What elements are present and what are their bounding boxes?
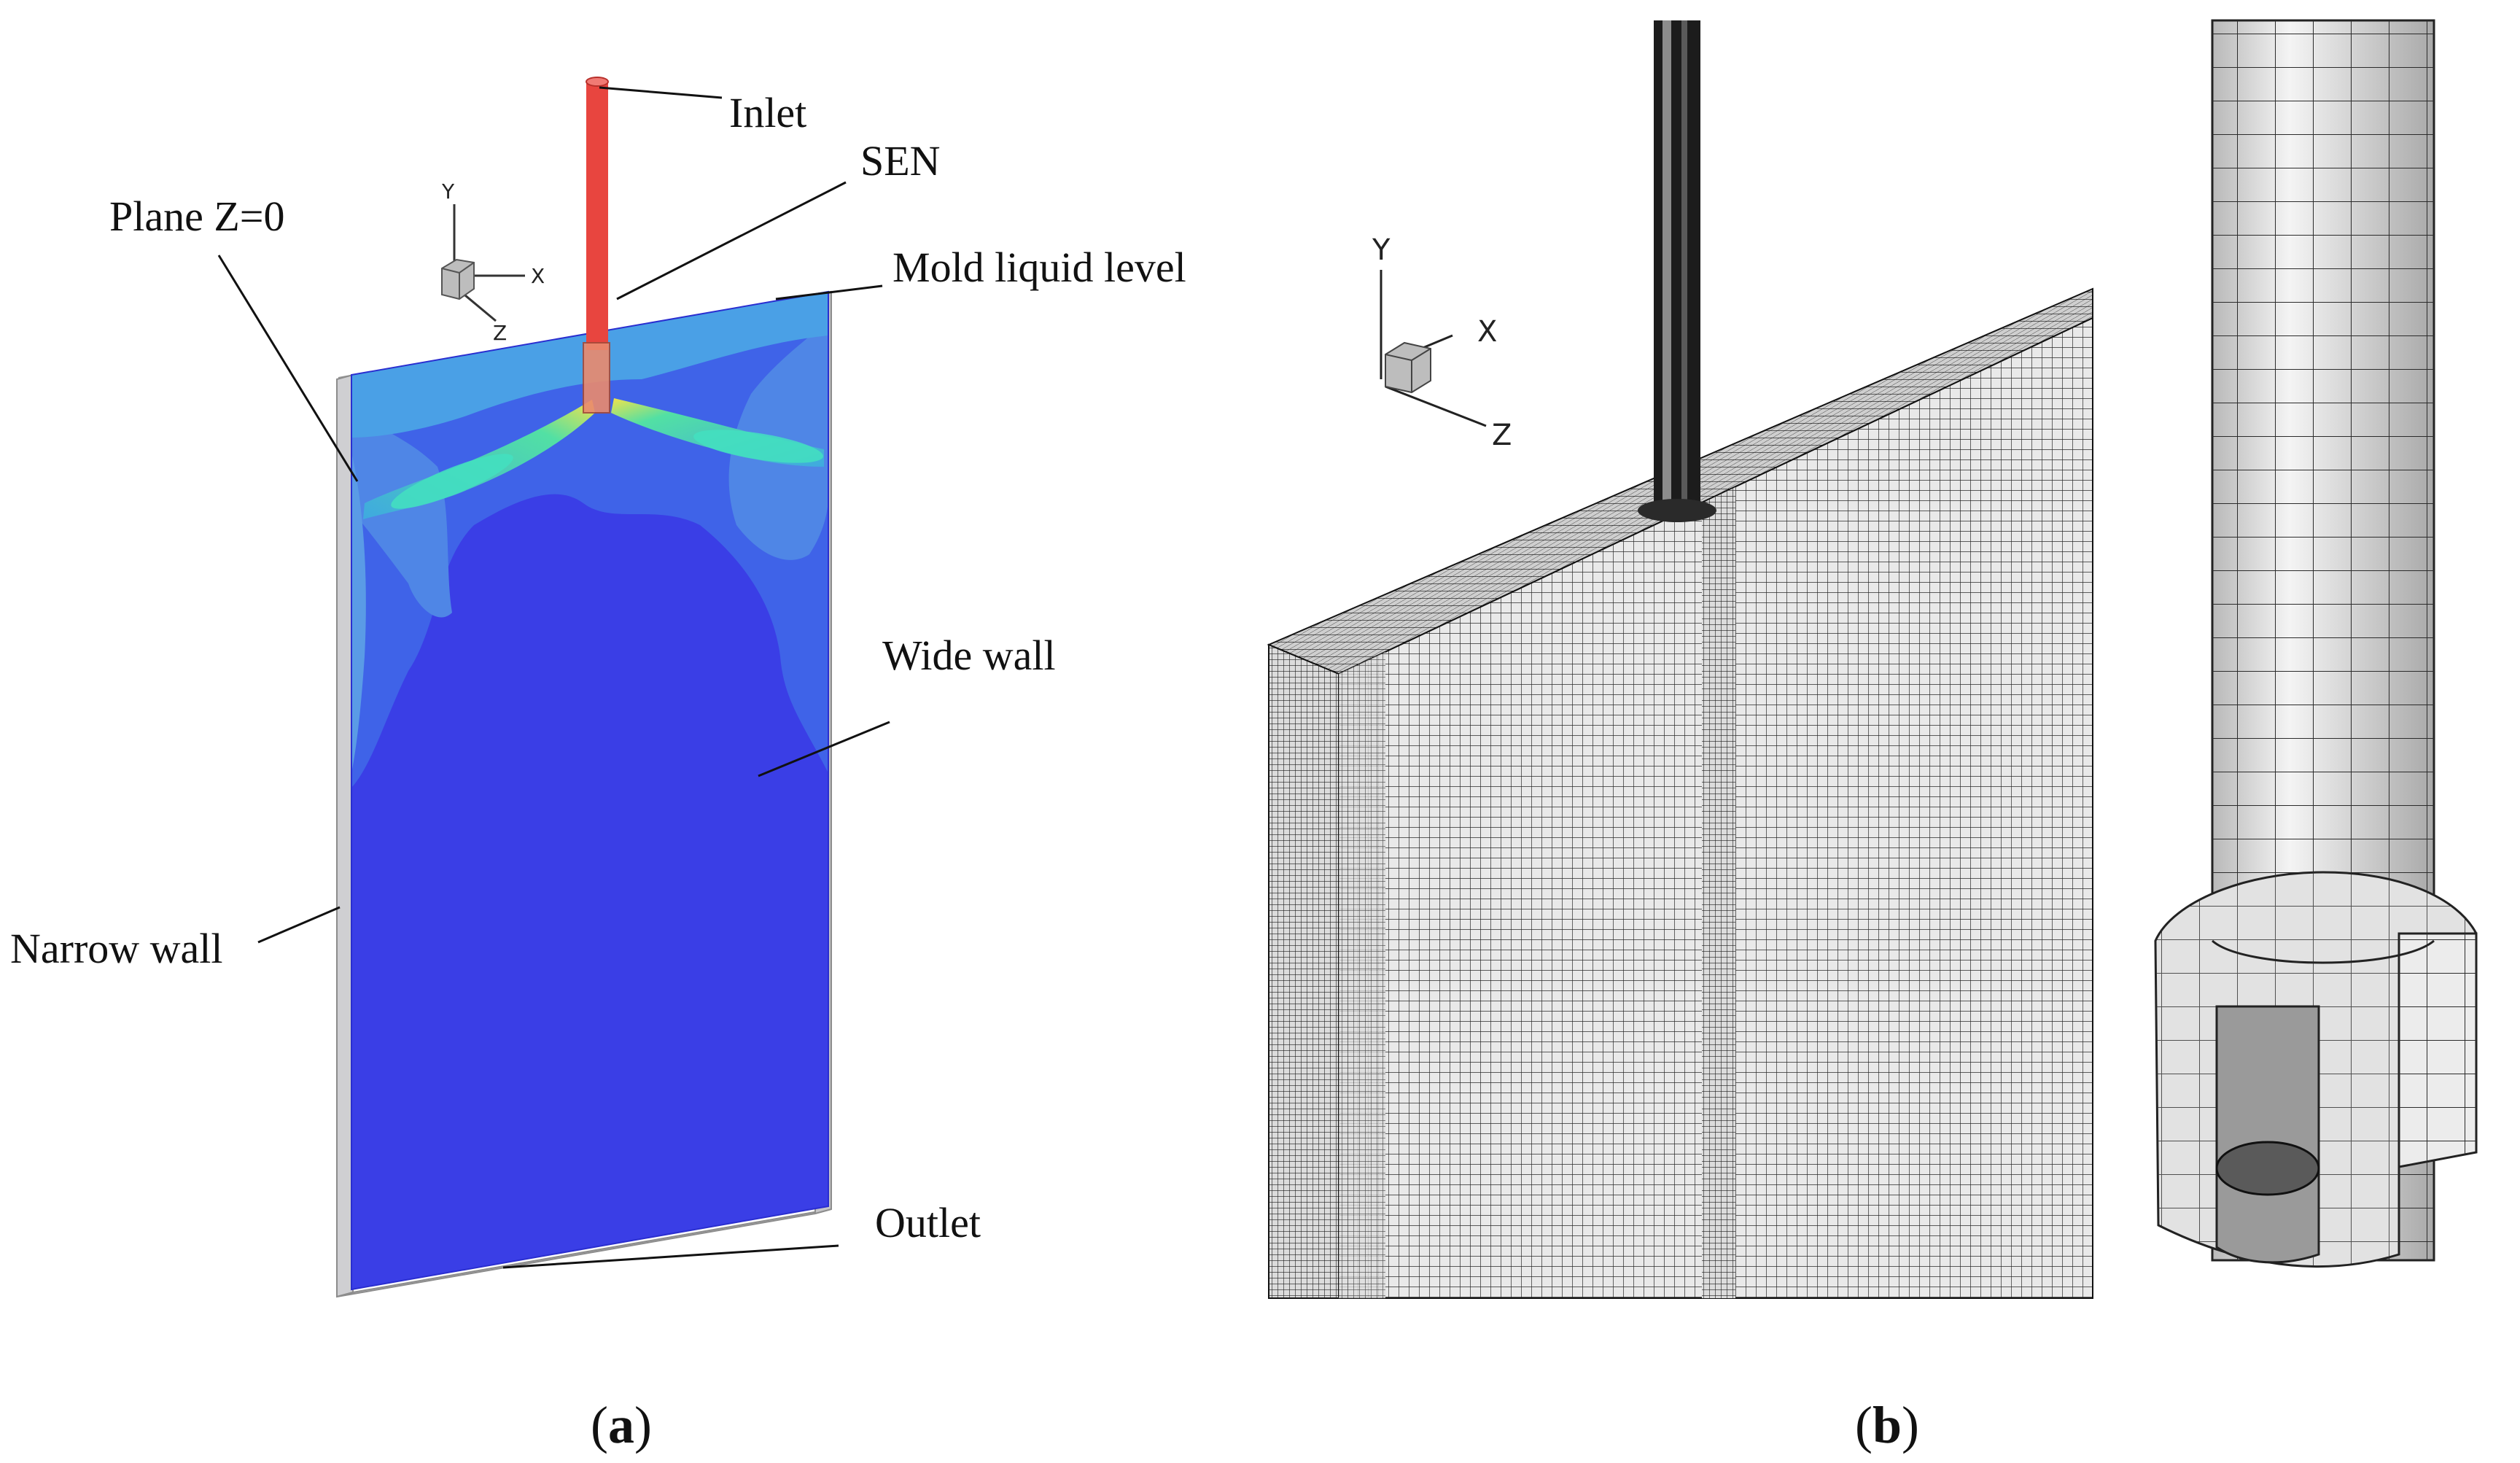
- label-plane-z0: Plane Z=0: [109, 193, 285, 240]
- axis-label-x-a: X: [531, 264, 545, 288]
- velocity-contour-plane: [351, 292, 828, 1289]
- sen-port-hole: [2215, 1141, 2320, 1196]
- mesh-refinement-band-center: [1702, 487, 1735, 1298]
- mesh-block-side: [1268, 643, 1339, 1299]
- nozzle-pipe: [586, 80, 608, 350]
- jet-core-right: [693, 430, 823, 463]
- nozzle-mesh-pipe: [1654, 20, 1700, 513]
- panel-b: Y X Z (b): [1267, 19, 2478, 1454]
- contour-left-band: [351, 408, 452, 618]
- panel-a: Y X Z Inlet SEN Plane Z=0 Mold liquid le…: [10, 77, 1186, 1454]
- panel-caption-a: (a): [591, 1396, 652, 1454]
- sen-nozzle: [583, 77, 610, 414]
- contour-left-wall-band: [351, 452, 366, 773]
- triad-cube-b: [1385, 341, 1431, 394]
- sen-mesh-detail: [2154, 19, 2478, 1268]
- contour-plane-outline: [351, 290, 829, 1291]
- sen-collar: [2212, 939, 2435, 964]
- label-narrow-wall: Narrow wall: [10, 925, 223, 972]
- axis-triad-a: Y X Z: [441, 179, 545, 345]
- label-inlet: Inlet: [729, 89, 806, 136]
- narrow-wall-face: [336, 373, 354, 1298]
- labels-a: Inlet SEN Plane Z=0 Mold liquid level Wi…: [10, 89, 1186, 1246]
- axis-triad-b: Y X Z: [1372, 233, 1512, 452]
- axis-label-y-b: Y: [1372, 233, 1391, 267]
- nozzle-submerged-part: [583, 342, 610, 414]
- nozzle-mesh-seat: [1638, 499, 1716, 522]
- axis-label-z-a: Z: [493, 321, 507, 345]
- sen-port-opening: [2215, 1005, 2320, 1264]
- nozzle-inlet-cap: [586, 77, 609, 87]
- axis-label-z-b: Z: [1492, 419, 1512, 452]
- jet-core-left: [391, 454, 513, 509]
- nozzle-mesh-b: [1638, 20, 1716, 522]
- label-wide-wall: Wide wall: [882, 632, 1056, 679]
- label-mold-liquid-level: Mold liquid level: [892, 244, 1186, 291]
- axis-label-y-a: Y: [441, 179, 455, 203]
- axis-label-x-b: X: [1477, 315, 1497, 349]
- contour-upper-zone: [351, 292, 828, 788]
- leader-lines-a: [217, 86, 890, 1269]
- triad-cube-a: [441, 258, 475, 300]
- label-sen: SEN: [860, 137, 941, 185]
- label-outlet: Outlet: [875, 1199, 981, 1246]
- panel-caption-b: (b): [1855, 1396, 1919, 1454]
- mesh-refinement-band-left: [1339, 652, 1385, 1298]
